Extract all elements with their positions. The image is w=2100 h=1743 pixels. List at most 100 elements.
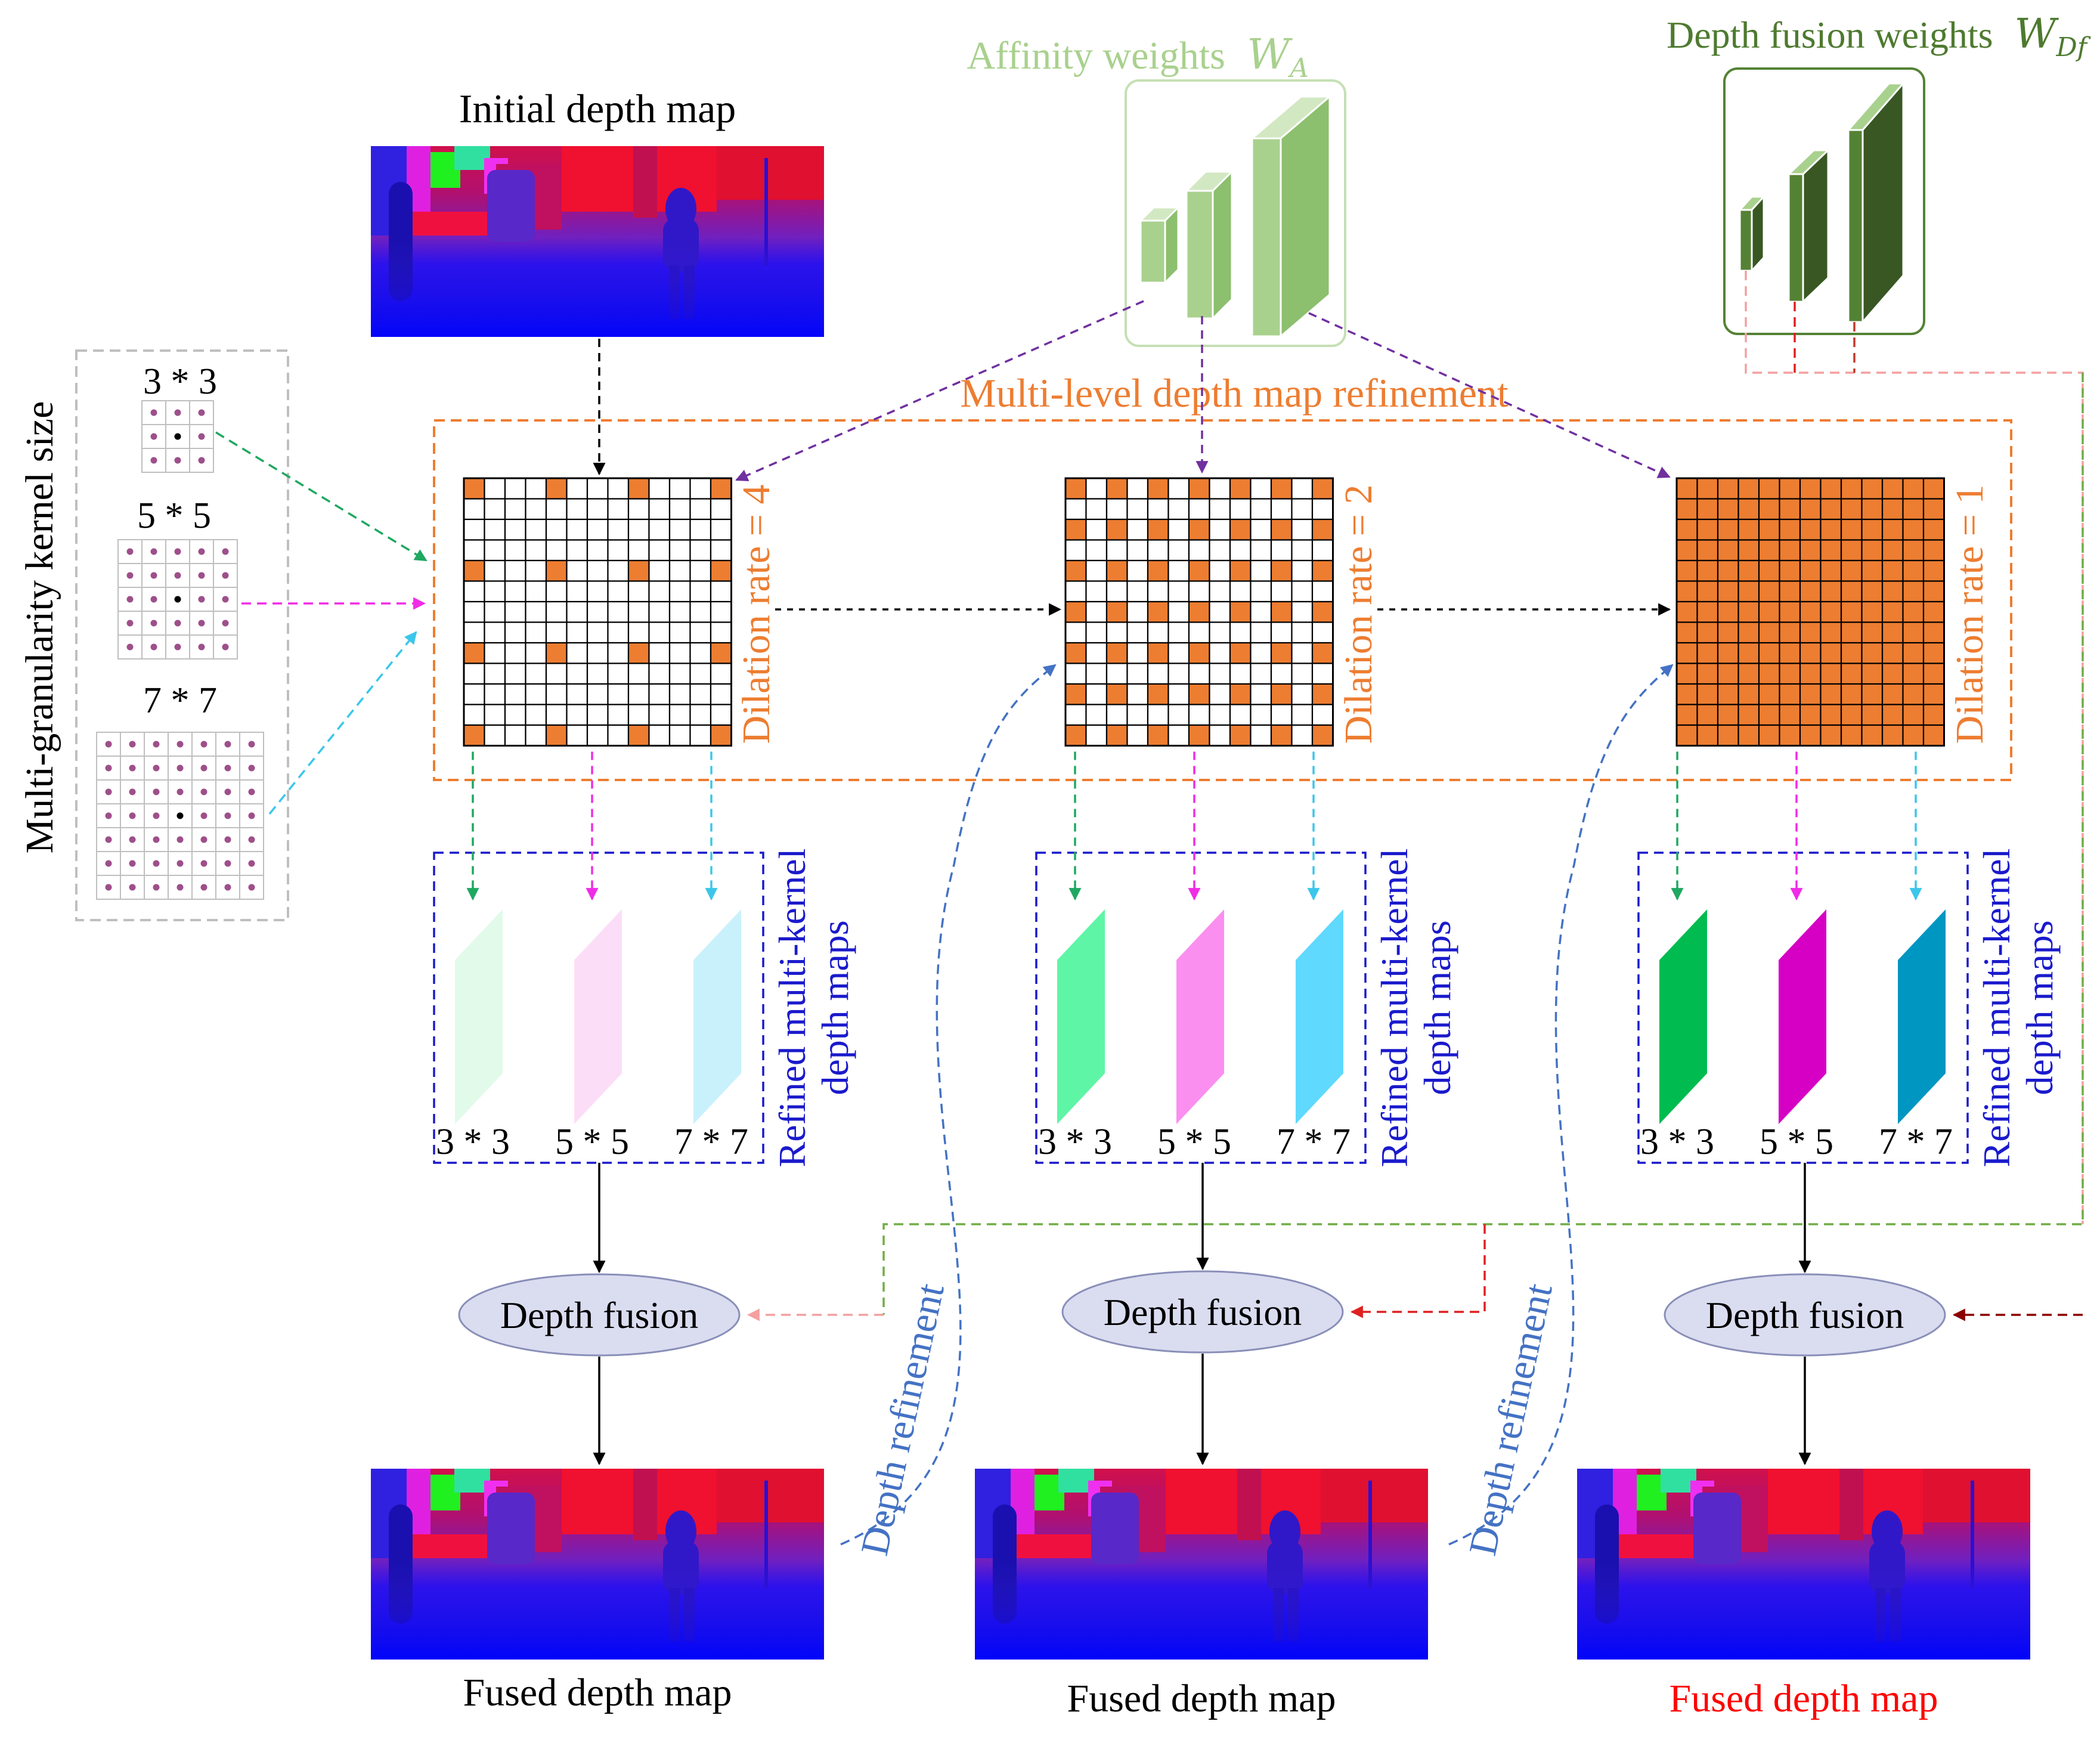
initial-depth-map-title: Initial depth map: [459, 86, 736, 131]
grid-cell: [668, 683, 691, 705]
grid-cell-active: [1840, 539, 1863, 562]
depth-fusion-weights-blocks: [1737, 81, 1906, 325]
depth-fusion-label: Depth fusion: [1706, 1294, 1904, 1336]
grid-cell: [504, 621, 526, 644]
grid-cell: [1209, 498, 1231, 521]
grid-cell-active: [1311, 683, 1334, 705]
fused-depth-map-image: [1577, 1469, 2030, 1660]
grid-cell: [1147, 539, 1169, 562]
grid-cell-active: [1270, 642, 1293, 664]
grid-cell: [545, 621, 568, 644]
grid-cell: [668, 498, 691, 521]
grid-cell: [1126, 580, 1149, 603]
grid-cell: [1126, 704, 1149, 726]
grid-cell: [525, 704, 547, 726]
grid-cell-active: [1675, 642, 1698, 664]
grid-cell-active: [1861, 600, 1884, 623]
grid-cell-active: [1840, 518, 1863, 541]
grid-cell: [1167, 642, 1190, 664]
refined-maps-box: [1035, 852, 1367, 1164]
grid-cell-active: [1270, 600, 1293, 623]
grid-cell: [525, 724, 547, 747]
refined-maps-label-line2: depth maps: [814, 920, 856, 1095]
kernel-dot: [200, 836, 207, 843]
kernel-cell: [168, 875, 193, 900]
grid-cell-active: [1717, 704, 1739, 726]
kernel-dot: [176, 860, 184, 867]
grid-cell: [586, 621, 609, 644]
grid-cell: [607, 498, 630, 521]
refined-depth-map-3x3: [1057, 909, 1105, 1124]
grid-cell-active: [1820, 642, 1842, 664]
grid-cell-active: [545, 724, 568, 747]
grid-cell: [607, 518, 630, 541]
grid-cell: [1311, 580, 1334, 603]
grid-cell-active: [1902, 539, 1925, 562]
kernel-grid-7x7: [96, 732, 264, 900]
grid-cell: [545, 662, 568, 685]
grid-cell: [1209, 621, 1231, 644]
grid-cell-active: [1799, 518, 1822, 541]
grid-cell-active: [463, 477, 485, 500]
grid-cell: [607, 662, 630, 685]
kernel-dot: [126, 572, 134, 579]
grid-cell-active: [1881, 518, 1904, 541]
grid-cell: [668, 600, 691, 623]
grid-cell: [484, 642, 506, 664]
grid-cell: [648, 642, 671, 664]
kernel-dot: [174, 643, 181, 651]
grid-cell: [648, 600, 671, 623]
grid-cell-active: [1758, 724, 1780, 747]
grid-cell-active: [1881, 498, 1904, 521]
grid-cell: [689, 477, 712, 500]
grid-cell: [668, 724, 691, 747]
grid-cell: [504, 580, 526, 603]
grid-cell: [463, 580, 485, 603]
kernel-dot: [198, 433, 205, 440]
grid-cell: [1229, 621, 1252, 644]
grid-cell-active: [1881, 559, 1904, 582]
kernel-dot: [222, 548, 229, 555]
kernel-dot: [105, 884, 112, 891]
grid-cell: [484, 539, 506, 562]
grid-cell: [710, 539, 732, 562]
grid-cell: [607, 477, 630, 500]
kernel-dot: [222, 596, 229, 603]
grid-cell: [607, 642, 630, 664]
kernel-3x3-label: 3 * 3: [143, 361, 217, 402]
grid-cell-active: [627, 559, 650, 582]
grid-cell-active: [1105, 600, 1128, 623]
refined-depth-map-7x7: [1296, 909, 1343, 1124]
kernel-dot: [105, 788, 112, 795]
grid-cell: [1291, 724, 1314, 747]
grid-cell: [504, 724, 526, 747]
kernel-dot: [200, 812, 207, 819]
kernel-dot: [198, 457, 205, 464]
grid-cell-active: [1675, 559, 1698, 582]
dilation-rate-2-label: Dilation rate = 2: [1337, 485, 1380, 744]
kernel-dot: [105, 836, 112, 843]
affinity-weights-symbol: W: [1247, 30, 1293, 79]
grid-cell-active: [1717, 662, 1739, 685]
grid-cell: [525, 477, 547, 500]
grid-cell: [566, 498, 589, 521]
grid-cell-active: [1881, 621, 1904, 644]
grid-cell: [566, 580, 589, 603]
grid-cell-active: [1105, 518, 1128, 541]
fusion-weight-arrow: [1350, 1224, 1486, 1318]
grid-cell: [525, 621, 547, 644]
grid-cell-active: [1675, 498, 1698, 521]
kernel-center-dot: [174, 596, 181, 603]
grid-cell: [607, 559, 630, 582]
grid-cell-active: [1147, 683, 1169, 705]
grid-cell: [1126, 477, 1149, 500]
refined-maps-box: [1637, 852, 1969, 1164]
grid-cell: [586, 539, 609, 562]
depth-fusion-node: [458, 1273, 741, 1357]
kernel-dot: [174, 572, 181, 579]
grid-cell-active: [1147, 477, 1169, 500]
kernel-dot: [105, 812, 112, 819]
grid-cell-active: [1696, 559, 1719, 582]
grid-cell-active: [1840, 559, 1863, 582]
grid-cell-active: [1758, 683, 1780, 705]
